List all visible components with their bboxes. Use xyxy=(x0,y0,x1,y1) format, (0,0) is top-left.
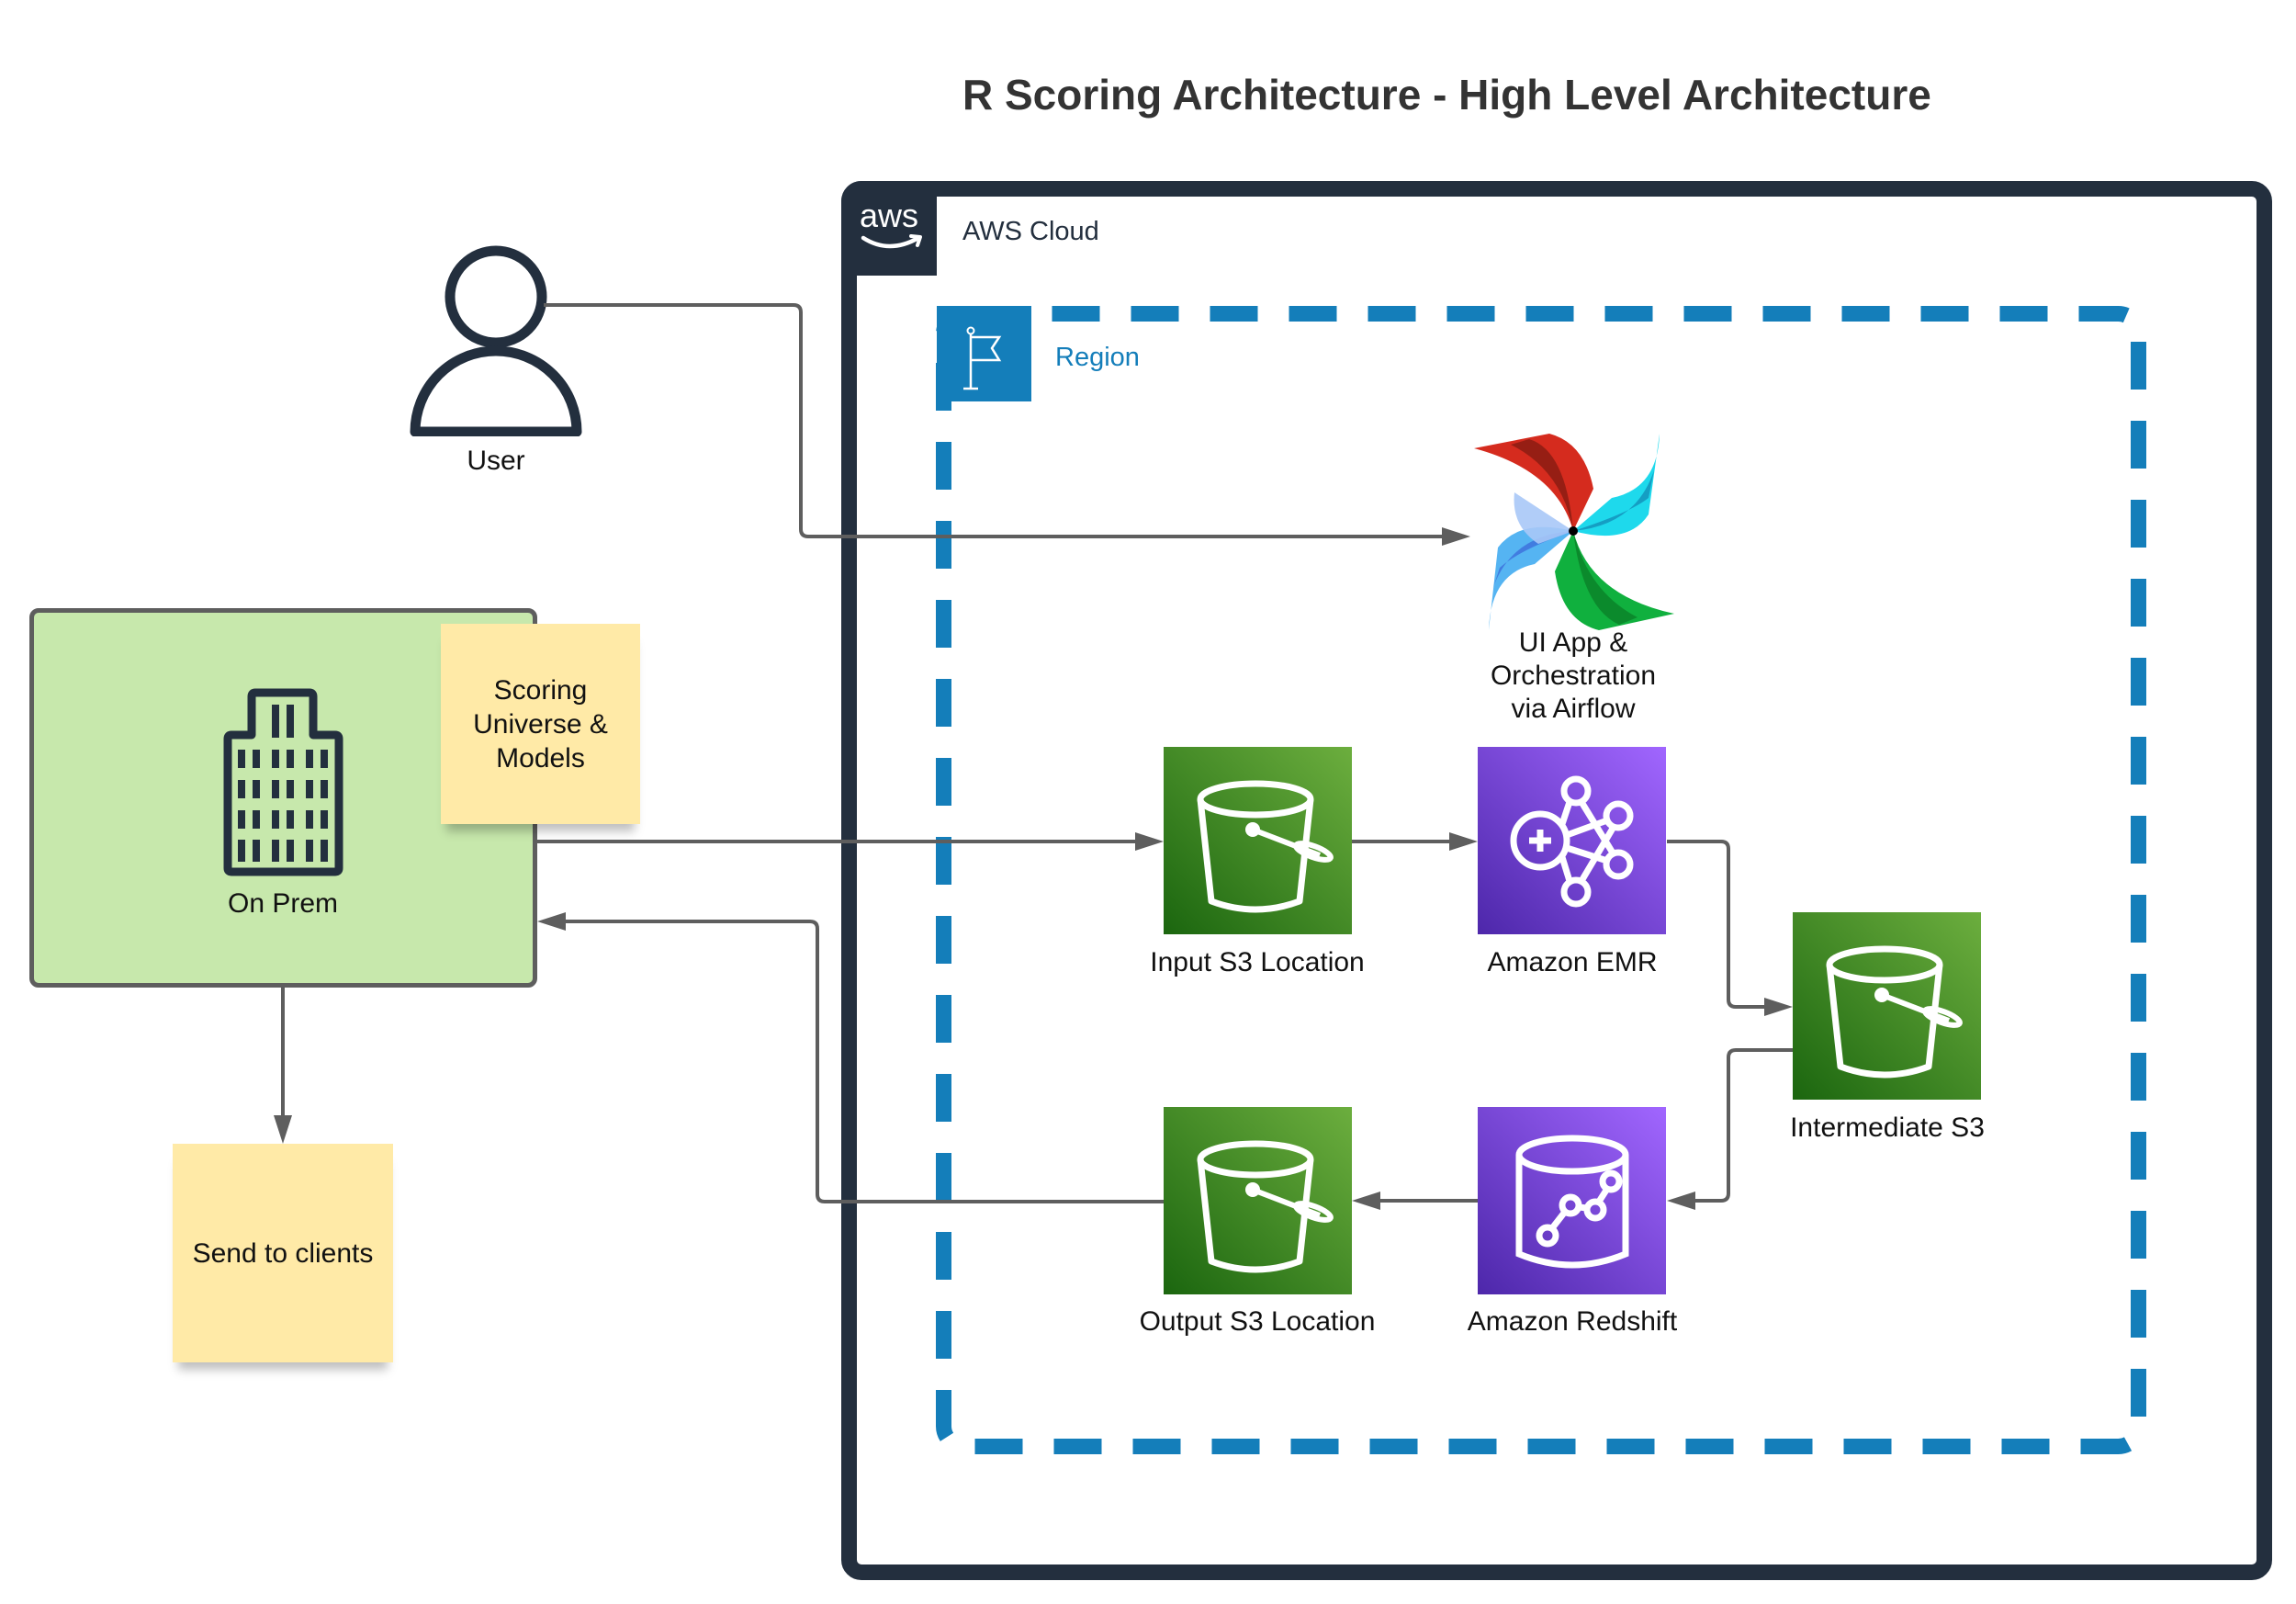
airflow-pinwheel-icon[interactable] xyxy=(1474,434,1674,630)
arrowhead xyxy=(274,1115,292,1144)
aws-cloud-label: AWS Cloud xyxy=(962,217,1099,246)
redshift-node[interactable] xyxy=(1478,1107,1666,1294)
user-label: User xyxy=(467,446,525,476)
emr-node[interactable] xyxy=(1478,747,1666,934)
redshift-icon xyxy=(1515,1135,1629,1269)
note-line: Universe & xyxy=(473,708,608,740)
note-line: Scoring xyxy=(493,674,588,706)
note-line: Models xyxy=(496,742,585,774)
output-s3-node[interactable] xyxy=(1164,1107,1352,1294)
region-label: Region xyxy=(1055,343,1140,372)
airflow-label-line: Orchestration xyxy=(1490,661,1657,691)
s3-bucket-icon xyxy=(1197,1140,1334,1273)
aws-logo-text: aws xyxy=(860,197,918,234)
redshift-label: Amazon Redshift xyxy=(1467,1306,1678,1337)
scoring-universe-note[interactable]: Scoring Universe & Models xyxy=(441,624,640,824)
diagram-title: R Scoring Architecture - High Level Arch… xyxy=(962,71,1931,119)
intermediate-s3-node[interactable] xyxy=(1793,912,1981,1100)
aws-logo-icon: aws xyxy=(841,181,937,276)
send-to-clients-text: Send to clients xyxy=(192,1237,374,1269)
send-to-clients-note[interactable]: Send to clients xyxy=(173,1144,393,1362)
output-s3-label: Output S3 Location xyxy=(1139,1306,1376,1337)
airflow-label: UI App & Orchestration via Airflow xyxy=(1435,627,1711,726)
region-flag-icon xyxy=(937,306,1031,401)
emr-icon xyxy=(1510,775,1634,908)
user-icon xyxy=(404,243,588,437)
on-prem-label: On Prem xyxy=(227,888,339,919)
airflow-label-line: via Airflow xyxy=(1511,694,1636,724)
s3-bucket-icon xyxy=(1197,780,1334,913)
emr-label: Amazon EMR xyxy=(1487,947,1658,977)
arrowhead xyxy=(537,912,566,931)
input-s3-node[interactable] xyxy=(1164,747,1352,934)
s3-bucket-icon xyxy=(1826,945,1963,1079)
input-s3-label: Input S3 Location xyxy=(1150,947,1365,977)
building-icon xyxy=(223,688,343,876)
intermediate-s3-label: Intermediate S3 xyxy=(1790,1113,1985,1143)
airflow-label-line: UI App & xyxy=(1518,627,1628,658)
